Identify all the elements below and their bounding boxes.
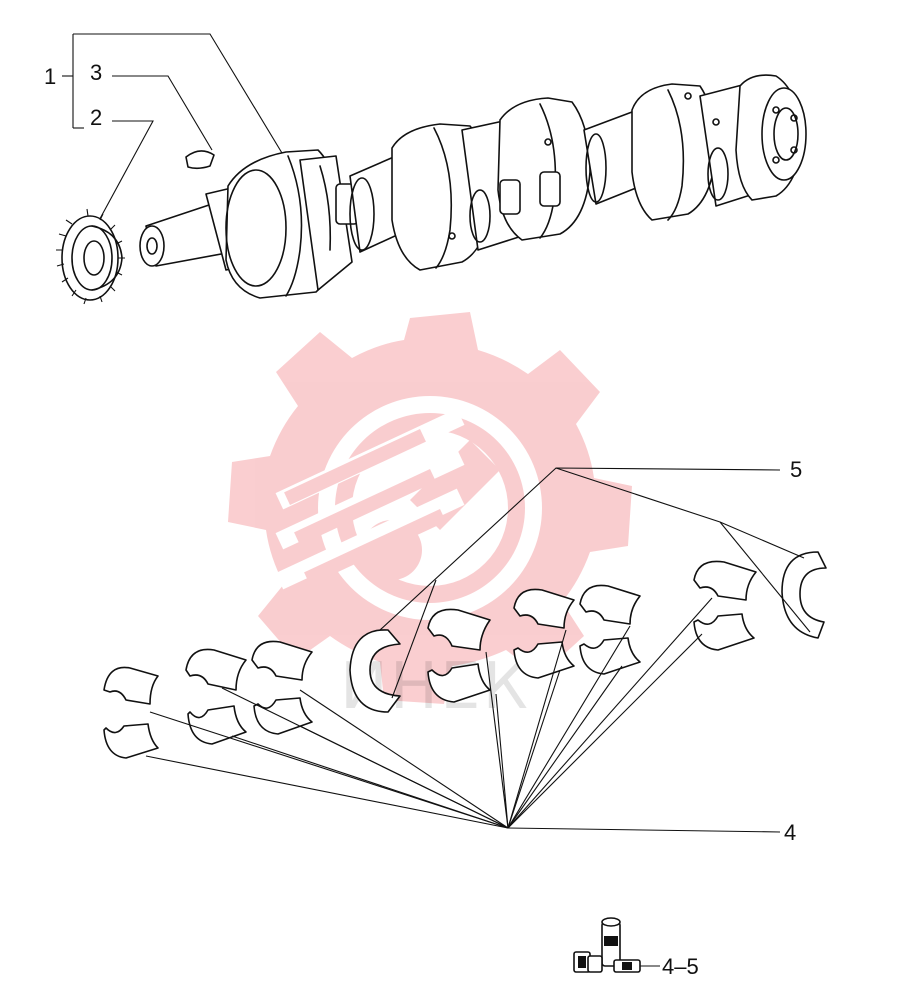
bearing-shell-pair-icon [513, 588, 575, 679]
bearing-shell-pair-icon [693, 560, 757, 651]
parts-kit-icon [573, 917, 660, 973]
crankshaft-gear-icon [56, 208, 125, 305]
bearing-shell-pair-icon [427, 608, 491, 703]
callout-bracket-group [62, 33, 286, 227]
callout-1: 1 [44, 64, 56, 89]
thrust-ring-right-icon [781, 551, 827, 639]
bearing-shell-pair-icon [251, 640, 313, 735]
watermark-logo [228, 312, 632, 704]
bearing-shell-pair-icon [103, 666, 159, 759]
callout-4-leaders [145, 597, 781, 833]
bearing-shell-pair-icon [185, 648, 247, 745]
callout-4-5: 4–5 [662, 954, 699, 979]
thrust-ring-left-icon [349, 629, 401, 713]
callout-2: 2 [90, 105, 102, 130]
callout-4: 4 [784, 820, 796, 845]
bearing-shell-pair-icon [579, 584, 641, 675]
woodruff-key-icon [185, 150, 215, 170]
crankshaft-icon [139, 74, 807, 299]
callout-5-leaders [379, 467, 811, 699]
bearing-shells-group [103, 560, 757, 759]
callout-5: 5 [790, 457, 802, 482]
callout-3: 3 [90, 60, 102, 85]
